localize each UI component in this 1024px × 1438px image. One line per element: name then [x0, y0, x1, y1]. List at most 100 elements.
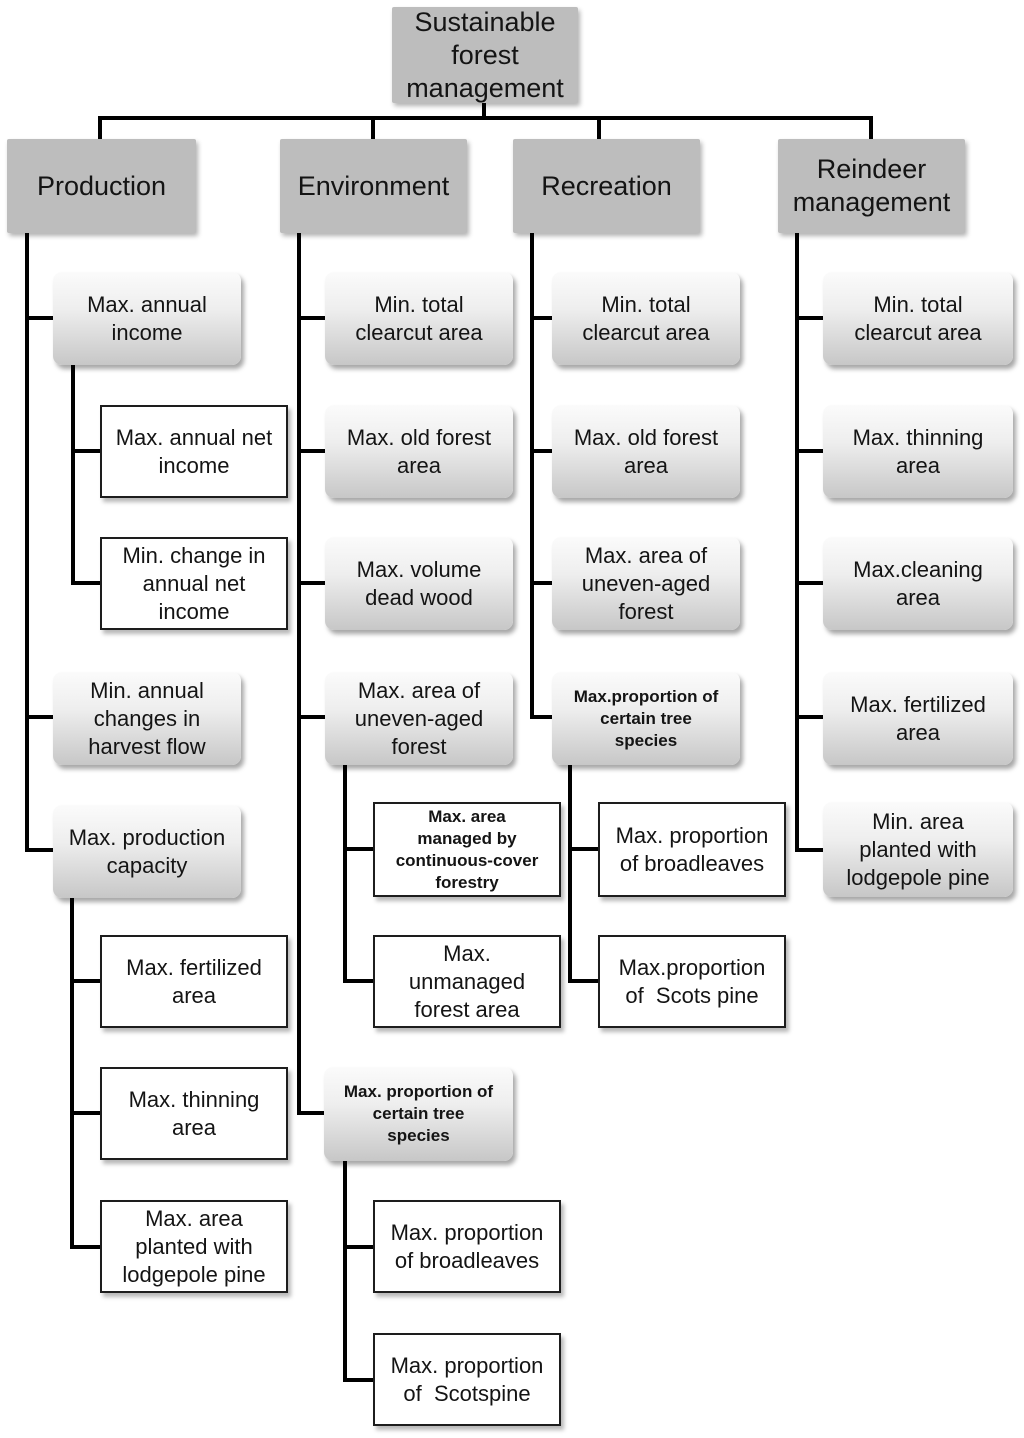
node-env-max-volume-dead-wood: Max. volume dead wood: [325, 537, 513, 630]
connector-line: [297, 715, 327, 719]
connector-line: [795, 581, 825, 585]
node-recreation: Recreation: [513, 139, 700, 233]
node-label: Max. thinning area: [852, 424, 984, 478]
node-label: Environment: [297, 170, 450, 201]
connector-line: [70, 1245, 102, 1249]
node-env-max-old-forest-area: Max. old forest area: [325, 405, 513, 498]
node-min-change-in-annual-net-income: Min. change in annual net income: [100, 537, 288, 630]
node-label: Max.proportion of certain tree species: [573, 686, 719, 750]
connector-line: [343, 847, 375, 851]
node-label: Max. volume dead wood: [356, 556, 482, 610]
node-label: Max. fertilized area: [126, 954, 262, 1008]
connector-line: [343, 1245, 375, 1249]
connector-line: [530, 715, 554, 719]
node-label: Max. area of uneven-aged forest: [581, 542, 711, 624]
connector-line: [343, 1378, 375, 1382]
node-rec-max-area-uneven-aged-forest: Max. area of uneven-aged forest: [552, 537, 740, 630]
node-label: Recreation: [541, 170, 672, 201]
node-label: Max. area managed by continuous-cover fo…: [395, 806, 539, 892]
connector-line: [343, 979, 375, 983]
node-prod-max-area-planted-lodgepole-pine: Max. area planted with lodgepole pine: [100, 1200, 288, 1293]
node-label: Max. fertilized area: [850, 691, 986, 745]
node-label: Max.proportion of Scots pine: [618, 954, 766, 1008]
node-label: Reindeer management: [792, 154, 951, 217]
node-label: Sustainable forest management: [406, 6, 564, 103]
node-min-annual-changes-in-harvest-flow: Min. annual changes in harvest flow: [53, 672, 241, 765]
node-rec-max-proportion-certain-tree-species: Max.proportion of certain tree species: [552, 672, 740, 765]
node-label: Max. area of uneven-aged forest: [354, 677, 484, 759]
node-label: Min. annual changes in harvest flow: [88, 677, 206, 759]
connector-line: [297, 1111, 326, 1115]
connector-line: [343, 1159, 347, 1382]
node-label: Max. area planted with lodgepole pine: [122, 1205, 266, 1287]
connector-line: [297, 316, 327, 320]
node-rec-max-old-forest-area: Max. old forest area: [552, 405, 740, 498]
node-label: Max. annual net income: [115, 424, 273, 478]
node-env-max-proportion-certain-tree-species: Max. proportion of certain tree species: [324, 1067, 513, 1161]
connector-line: [71, 363, 75, 585]
connector-line: [530, 316, 554, 320]
node-label: Max.cleaning area: [853, 556, 983, 610]
node-max-production-capacity: Max. production capacity: [53, 805, 241, 898]
connector-line: [568, 979, 600, 983]
node-prod-max-thinning-area: Max. thinning area: [100, 1067, 288, 1160]
node-label: Max. proportion of broadleaves: [615, 822, 769, 876]
connector-line: [795, 715, 825, 719]
connector-line: [869, 116, 873, 141]
node-prod-max-fertilized-area: Max. fertilized area: [100, 935, 288, 1028]
node-env-max-area-uneven-aged-forest: Max. area of uneven-aged forest: [325, 672, 513, 765]
node-rein-min-area-planted-lodgepole-pine: Min. area planted with lodgepole pine: [823, 802, 1013, 897]
connector-line: [70, 1111, 102, 1115]
connector-line: [297, 581, 327, 585]
node-label: Max. old forest area: [346, 424, 492, 478]
node-env-max-proportion-scotspine: Max. proportion of Scotspine: [373, 1333, 561, 1426]
connector-line: [371, 116, 375, 141]
connector-line: [343, 763, 347, 983]
node-label: Max. unmanaged forest area: [408, 940, 526, 1022]
node-label: Min. total clearcut area: [355, 291, 483, 345]
node-env-max-unmanaged-forest-area: Max. unmanaged forest area: [373, 935, 561, 1028]
connector-line: [25, 848, 55, 852]
connector-line: [71, 581, 102, 585]
node-label: Max. proportion of broadleaves: [390, 1219, 544, 1273]
connector-line: [568, 847, 600, 851]
connector-line: [70, 979, 102, 983]
node-rec-min-total-clearcut-area: Min. total clearcut area: [552, 272, 740, 365]
node-label: Min. change in annual net income: [122, 542, 266, 624]
node-rec-max-proportion-scots-pine: Max.proportion of Scots pine: [598, 935, 786, 1028]
connector-line: [795, 848, 825, 852]
node-label: Max. proportion of Scotspine: [390, 1352, 544, 1406]
connector-line: [482, 101, 486, 120]
connector-line: [530, 581, 554, 585]
node-label: Min. area planted with lodgepole pine: [846, 808, 990, 890]
node-max-annual-net-income: Max. annual net income: [100, 405, 288, 498]
connector-line: [297, 231, 301, 1115]
node-env-max-proportion-broadleaves: Max. proportion of broadleaves: [373, 1200, 561, 1293]
connector-line: [71, 449, 102, 453]
connector-line: [98, 116, 873, 120]
connector-line: [70, 896, 74, 1249]
connector-line: [530, 231, 534, 719]
node-label: Max. annual income: [87, 291, 207, 345]
node-label: Max. thinning area: [128, 1086, 260, 1140]
node-rec-max-proportion-broadleaves: Max. proportion of broadleaves: [598, 802, 786, 897]
node-rein-max-thinning-area: Max. thinning area: [823, 405, 1013, 498]
node-env-max-area-continuous-cover-forestry: Max. area managed by continuous-cover fo…: [373, 802, 561, 897]
node-env-min-total-clearcut-area: Min. total clearcut area: [325, 272, 513, 365]
node-rein-max-fertilized-area: Max. fertilized area: [823, 672, 1013, 765]
node-environment: Environment: [280, 139, 467, 233]
connector-line: [25, 231, 29, 852]
node-label: Min. total clearcut area: [582, 291, 710, 345]
connector-line: [25, 715, 55, 719]
connector-line: [795, 231, 799, 852]
connector-line: [568, 763, 572, 983]
node-max-annual-income: Max. annual income: [53, 272, 241, 365]
node-label: Max. old forest area: [573, 424, 719, 478]
node-rein-min-total-clearcut-area: Min. total clearcut area: [823, 272, 1013, 365]
node-production: Production: [7, 139, 196, 233]
connector-line: [297, 449, 327, 453]
connector-line: [98, 116, 102, 141]
connector-line: [597, 116, 601, 141]
node-sustainable-forest-management: Sustainable forest management: [392, 7, 578, 103]
